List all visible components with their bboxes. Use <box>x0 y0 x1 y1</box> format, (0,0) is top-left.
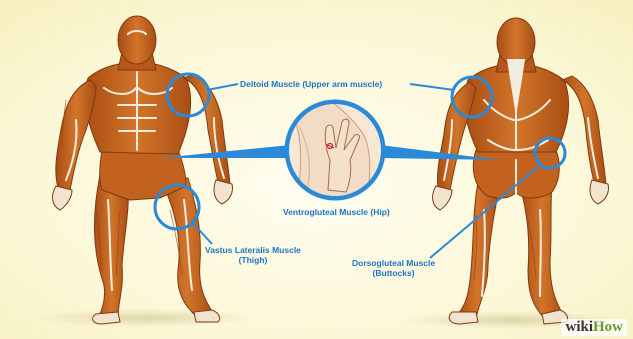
ventrogluteal-label: Ventrogluteal Muscle (Hip) <box>283 207 390 217</box>
vastus-lateralis-label: Vastus Lateralis Muscle (Thigh) <box>205 245 301 265</box>
dorsogluteal-label: Dorsogluteal Muscle (Buttocks) <box>352 258 435 278</box>
watermark-how: How <box>593 319 623 335</box>
dorsogluteal-label-line2: (Buttocks) <box>352 268 435 278</box>
back-head <box>497 18 535 66</box>
dorsogluteal-label-line1: Dorsogluteal Muscle <box>352 258 435 268</box>
deltoid-label: Deltoid Muscle (Upper arm muscle) <box>240 79 382 89</box>
hip-closeup-inset <box>285 100 385 200</box>
front-left-foot <box>93 312 120 324</box>
vastus-lateralis-label-line2: (Thigh) <box>205 255 301 265</box>
floor-shadow-left <box>35 309 255 327</box>
front-right-foot <box>194 310 220 322</box>
back-left-foot <box>449 312 478 324</box>
watermark-wiki: wiki <box>565 319 593 335</box>
front-head <box>118 16 156 64</box>
vastus-lateralis-label-line1: Vastus Lateralis Muscle <box>205 245 301 255</box>
wikihow-watermark: wikiHow <box>561 319 627 336</box>
